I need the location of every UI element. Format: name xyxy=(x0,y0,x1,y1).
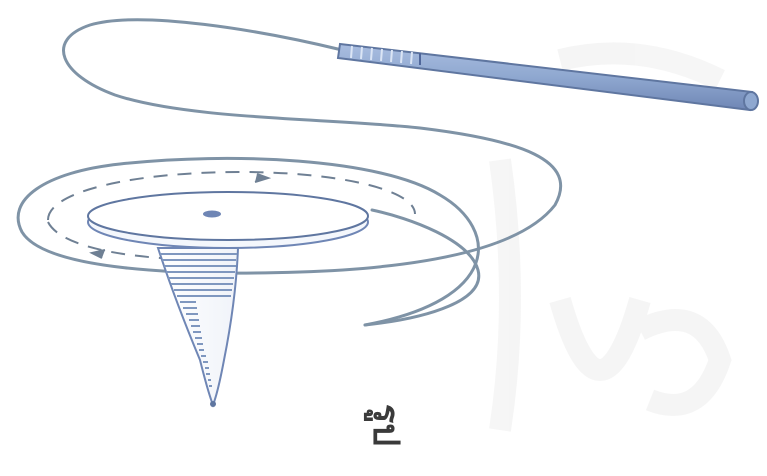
disc-icon xyxy=(88,192,368,248)
cone-icon xyxy=(158,248,238,407)
figure-label: รูป xyxy=(367,404,403,446)
background-shapes xyxy=(500,53,720,430)
figure-label-container: รูป xyxy=(360,378,410,472)
